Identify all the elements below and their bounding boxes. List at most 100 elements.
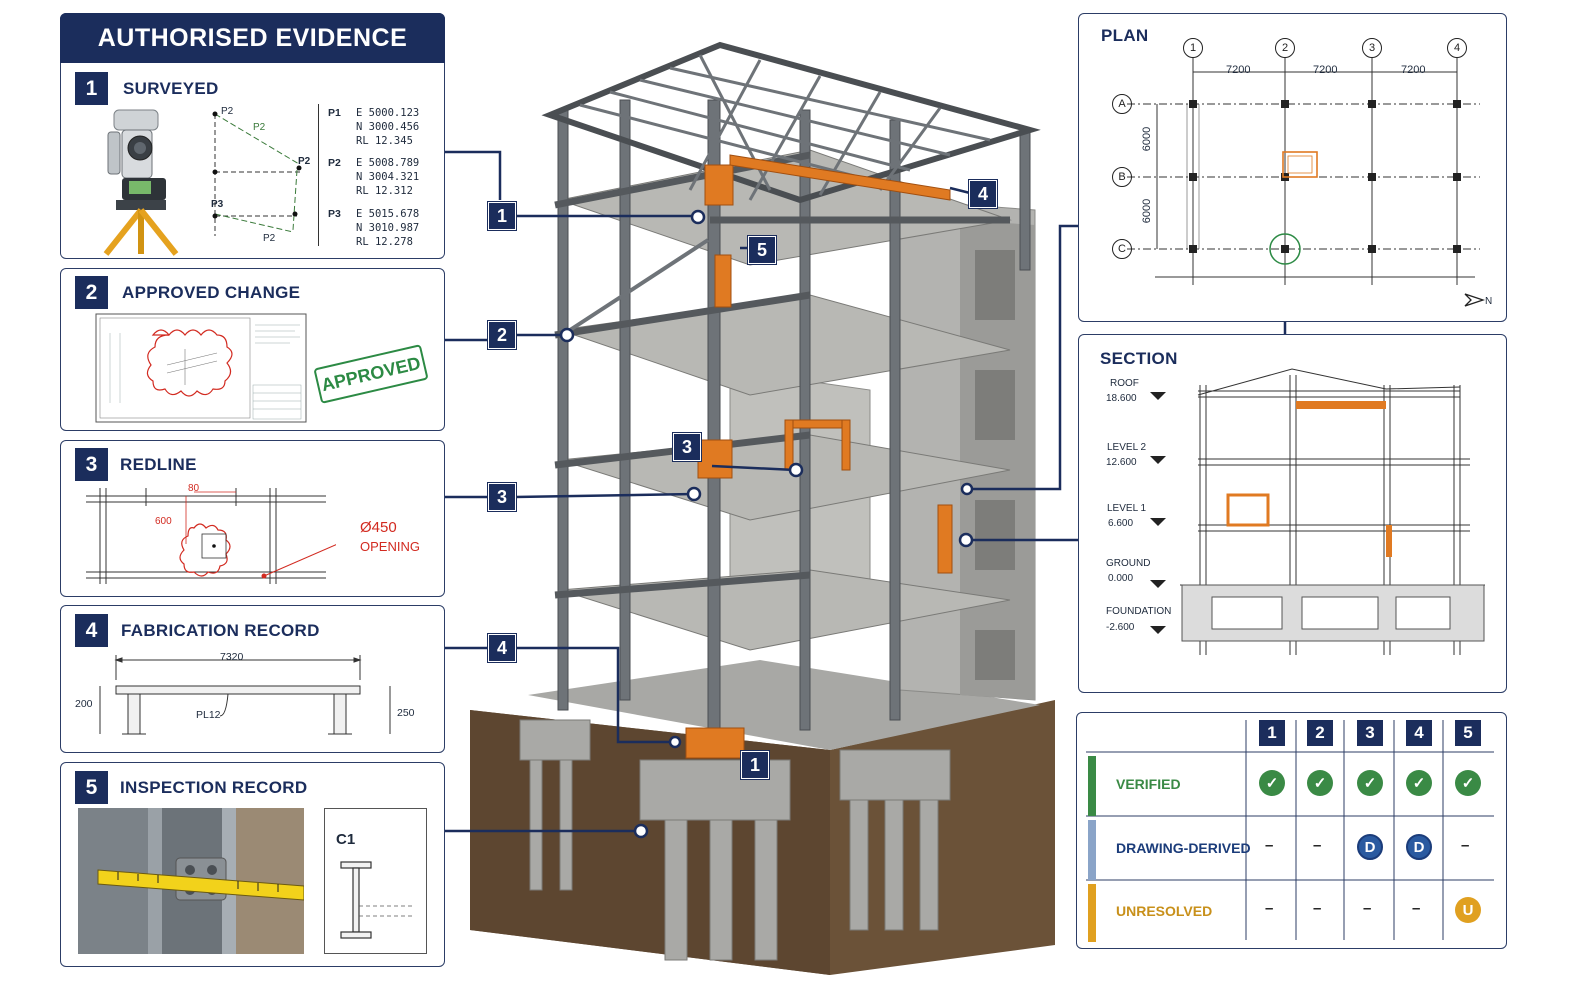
verified-check-icon: ✓ xyxy=(1307,770,1333,796)
plan-grid-row-b: B xyxy=(1112,167,1132,187)
plan-grid-row-a: A xyxy=(1112,94,1132,114)
redline-opening-dia: Ø450 xyxy=(360,519,397,536)
callout-3-left: 3 xyxy=(487,482,517,512)
level-foundation-rl: -2.600 xyxy=(1106,622,1135,633)
status-col-5: 5 xyxy=(1455,720,1481,746)
callout-4-left: 4 xyxy=(487,633,517,663)
status-col-2: 2 xyxy=(1307,720,1333,746)
coord-p2-rl: RL 12.312 xyxy=(356,185,413,197)
drawing-derived-badge-4: D xyxy=(1406,834,1432,860)
level-ground-rl: 0.000 xyxy=(1108,573,1134,584)
fabrication-beam-sketch xyxy=(99,655,391,735)
inspection-column-id: C1 xyxy=(336,831,356,848)
level-foundation-name: FOUNDATION xyxy=(1106,606,1172,617)
fab-length: 7320 xyxy=(220,651,244,663)
level-ground-name: GROUND xyxy=(1106,558,1151,569)
coord-p2-e: E 5008.789 xyxy=(356,157,420,169)
coord-p1-id: P1 xyxy=(328,107,341,119)
sketch-label-p2-c: P2 xyxy=(298,156,311,167)
plan-grid-col-2: 2 xyxy=(1275,38,1295,58)
status-col-4: 4 xyxy=(1406,720,1432,746)
callout-5: 5 xyxy=(747,235,777,265)
panel-title-surveyed: SURVEYED xyxy=(123,79,219,98)
plan-span-2: 7200 xyxy=(1313,64,1338,76)
drawing-derived-badge-3: D xyxy=(1357,834,1383,860)
redline-dim-top: 80 xyxy=(188,483,200,494)
panel-title-approved-change: APPROVED CHANGE xyxy=(122,283,301,302)
sketch-label-p3: P3 xyxy=(211,199,224,210)
fab-depth-right: 250 xyxy=(397,707,415,719)
panel-title-inspection-record: INSPECTION RECORD xyxy=(120,778,308,797)
drawing-derived-cell-2: – xyxy=(1313,837,1322,854)
panel-number-4: 4 xyxy=(75,614,108,647)
status-col-3: 3 xyxy=(1357,720,1383,746)
building-3d-illustration xyxy=(470,41,1055,975)
unresolved-badge-5: U xyxy=(1455,897,1481,923)
plan-grid-col-1: 1 xyxy=(1183,38,1203,58)
panel-number-3: 3 xyxy=(75,448,108,481)
callout-3-mid: 3 xyxy=(672,432,702,462)
total-station-icon xyxy=(103,109,179,256)
unresolved-cell-3: – xyxy=(1363,900,1372,917)
fab-plate: PL12 xyxy=(196,709,221,721)
level-1-rl: 6.600 xyxy=(1108,518,1134,529)
coord-p3-n: N 3010.987 xyxy=(356,222,420,234)
section-title: SECTION xyxy=(1100,349,1178,368)
verified-check-icon: ✓ xyxy=(1406,770,1432,796)
plan-grid-drawing xyxy=(1127,58,1486,307)
plan-north-label: N xyxy=(1485,296,1493,307)
section-drawing xyxy=(1180,368,1485,655)
plan-row-span-1: 6000 xyxy=(1141,126,1154,152)
coord-p3-e: E 5015.678 xyxy=(356,208,420,220)
unresolved-cell-4: – xyxy=(1412,900,1421,917)
coord-p1-rl: RL 12.345 xyxy=(356,135,413,147)
level-1-name: LEVEL 1 xyxy=(1107,503,1147,514)
level-2-name: LEVEL 2 xyxy=(1107,442,1147,453)
drawing-derived-cell-1: – xyxy=(1265,837,1274,854)
drawing-derived-color-bar xyxy=(1088,820,1096,880)
plan-grid-col-3: 3 xyxy=(1362,38,1382,58)
fab-depth-left: 200 xyxy=(75,698,93,710)
panel-number-2: 2 xyxy=(75,276,108,309)
verified-color-bar xyxy=(1088,756,1096,816)
status-table-grid xyxy=(1086,720,1494,940)
verified-check-icon: ✓ xyxy=(1357,770,1383,796)
approved-drawing-thumbnail xyxy=(95,313,307,423)
survey-sketch xyxy=(212,111,303,236)
redline-dim-left: 600 xyxy=(155,516,172,527)
plan-panel xyxy=(1078,13,1507,322)
evidence-panel-4 xyxy=(60,605,445,753)
panel-number-1: 1 xyxy=(75,72,108,105)
level-roof-rl: 18.600 xyxy=(1106,393,1137,404)
level-roof-name: ROOF xyxy=(1110,378,1139,389)
plan-span-3: 7200 xyxy=(1401,64,1426,76)
coord-p3-rl: RL 12.278 xyxy=(356,236,413,248)
row-label-drawing-derived: DRAWING-DERIVED xyxy=(1116,840,1251,856)
plan-span-1: 7200 xyxy=(1226,64,1251,76)
coord-p2-id: P2 xyxy=(328,157,341,169)
redline-opening-word: OPENING xyxy=(360,539,420,554)
plan-grid-row-c: C xyxy=(1112,239,1132,259)
panel-number-5: 5 xyxy=(75,771,108,804)
verified-check-icon: ✓ xyxy=(1259,770,1285,796)
level-2-rl: 12.600 xyxy=(1106,457,1137,468)
unresolved-color-bar xyxy=(1088,884,1096,942)
coord-p3-id: P3 xyxy=(328,208,341,220)
verified-check-icon: ✓ xyxy=(1455,770,1481,796)
callout-1-base: 1 xyxy=(740,750,770,780)
plan-grid-col-4: 4 xyxy=(1447,38,1467,58)
redline-sketch xyxy=(86,488,336,584)
evidence-panel-3 xyxy=(60,440,445,597)
sketch-label-p2-b: P2 xyxy=(253,122,266,133)
callout-4-roof: 4 xyxy=(968,179,998,209)
unresolved-cell-1: – xyxy=(1265,900,1274,917)
unresolved-cell-2: – xyxy=(1313,900,1322,917)
callout-1-upper: 1 xyxy=(487,201,517,231)
inspection-photo xyxy=(78,808,304,954)
level-markers xyxy=(1150,392,1166,634)
panel-title-fabrication-record: FABRICATION RECORD xyxy=(121,621,320,640)
coord-p1-n: N 3000.456 xyxy=(356,121,420,133)
status-col-1: 1 xyxy=(1259,720,1285,746)
row-label-verified: VERIFIED xyxy=(1116,776,1181,792)
evidence-header: AUTHORISED EVIDENCE xyxy=(60,13,445,63)
